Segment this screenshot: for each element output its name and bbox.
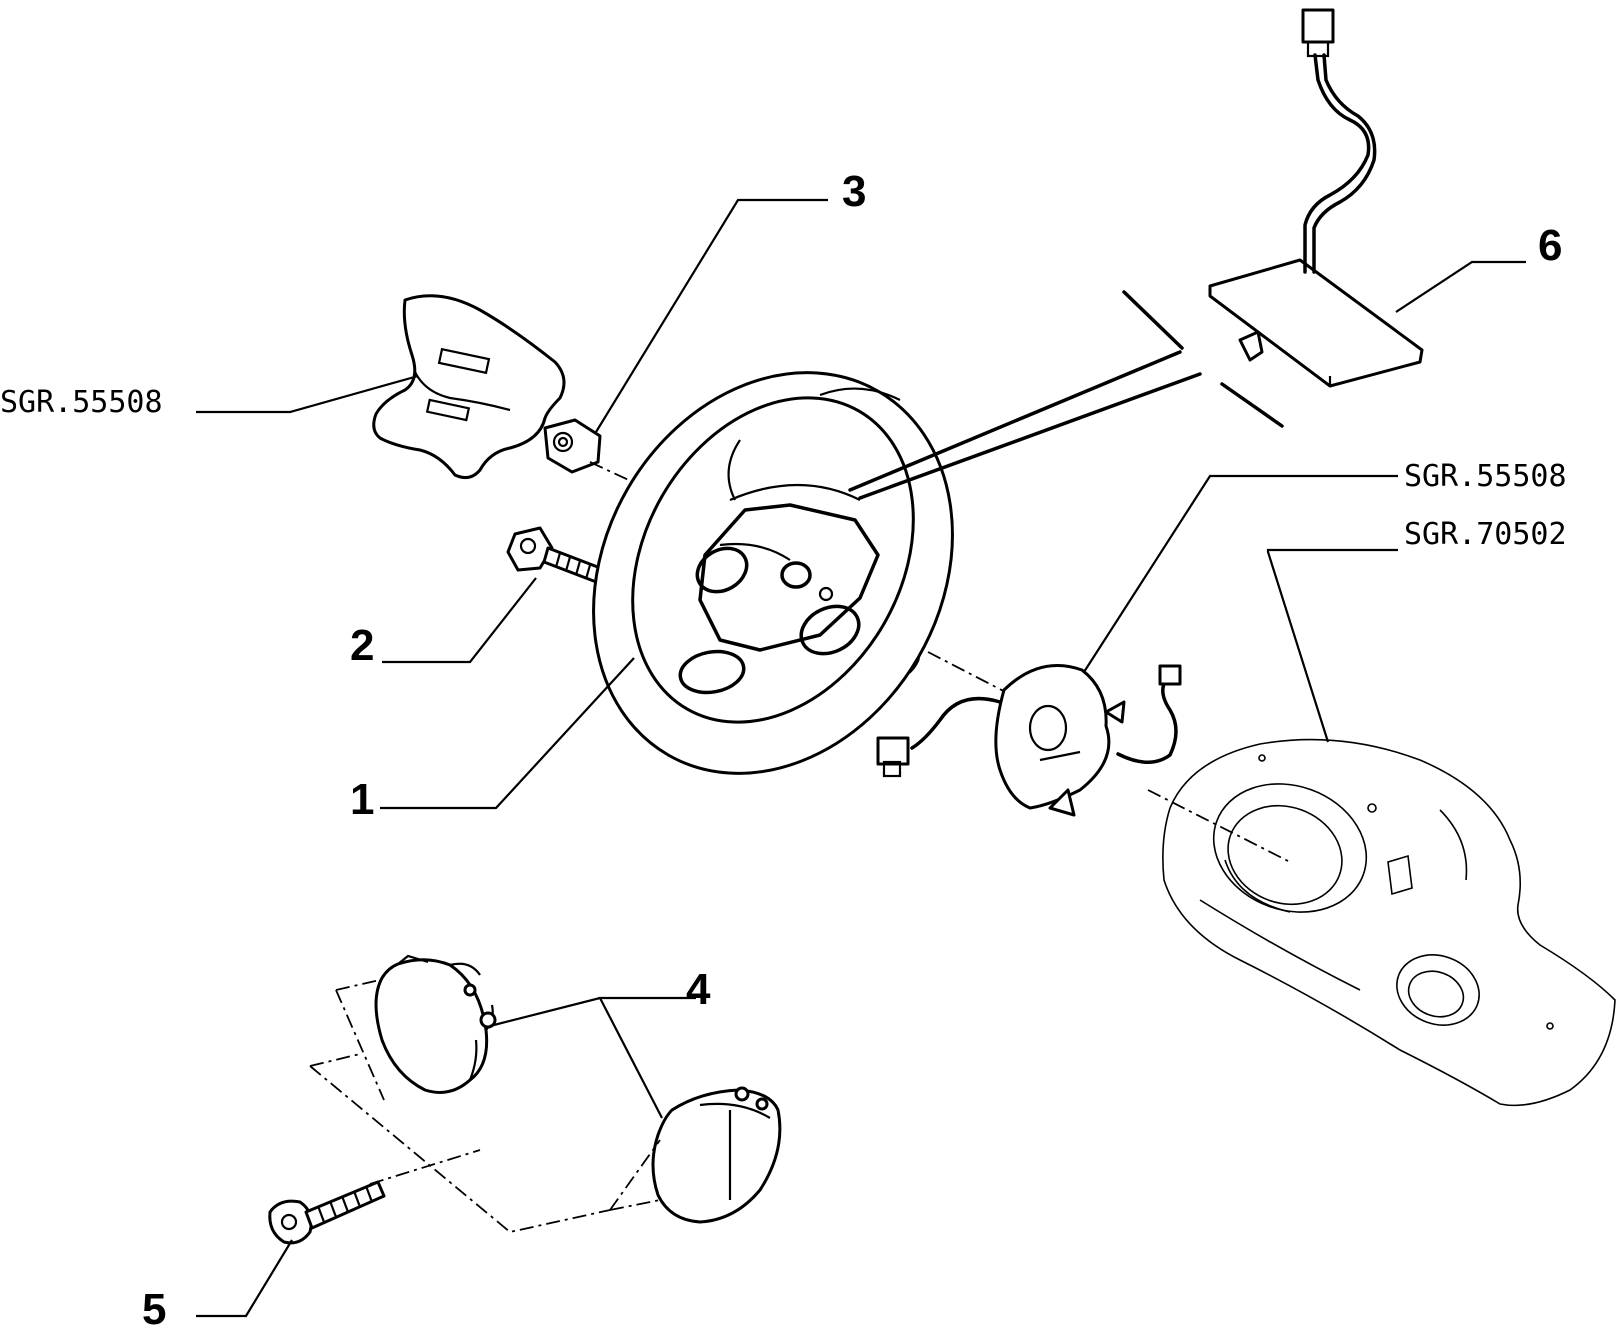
button-axis-line [309,979,661,1233]
leader-3 [595,198,828,433]
leader-6 [1395,260,1526,313]
break-mark-lower [1220,382,1284,428]
leader-1 [380,657,635,810]
steering-wheel-part [592,371,954,775]
screw-part [268,1149,481,1245]
callout-2: 2 [350,621,374,670]
ref-airbag-module: SGR.55508 [0,385,163,420]
button-left-part [374,954,497,1094]
column-shroud-part [1162,738,1616,1107]
wheel-sensor-line-upper [848,350,1182,492]
callout-6: 6 [1538,221,1562,270]
leader-ref-column [1266,548,1398,743]
callout-1: 1 [350,775,374,824]
ref-clock-spring: SGR.55508 [1404,459,1567,494]
leader-ref-clock-spring [1083,474,1398,673]
leader-ref-airbag [196,374,419,414]
sensor-part [1208,8,1424,388]
callout-4: 4 [686,965,711,1014]
airbag-badge [437,347,491,375]
callout-5: 5 [142,1285,166,1332]
button-right-part [651,1086,782,1224]
callout-3: 3 [842,167,866,216]
wheel-sensor-line-lower [858,372,1202,500]
airbag-cover-part [372,294,566,480]
leader-5 [196,1239,293,1318]
ref-column-shroud: SGR.70502 [1404,517,1567,552]
clock-spring-part [876,651,1182,817]
leader-2 [382,577,537,664]
leader-4 [489,996,696,1119]
column-axis-line [1147,789,1291,863]
nut-part [543,418,602,474]
break-mark-upper [1122,290,1184,350]
